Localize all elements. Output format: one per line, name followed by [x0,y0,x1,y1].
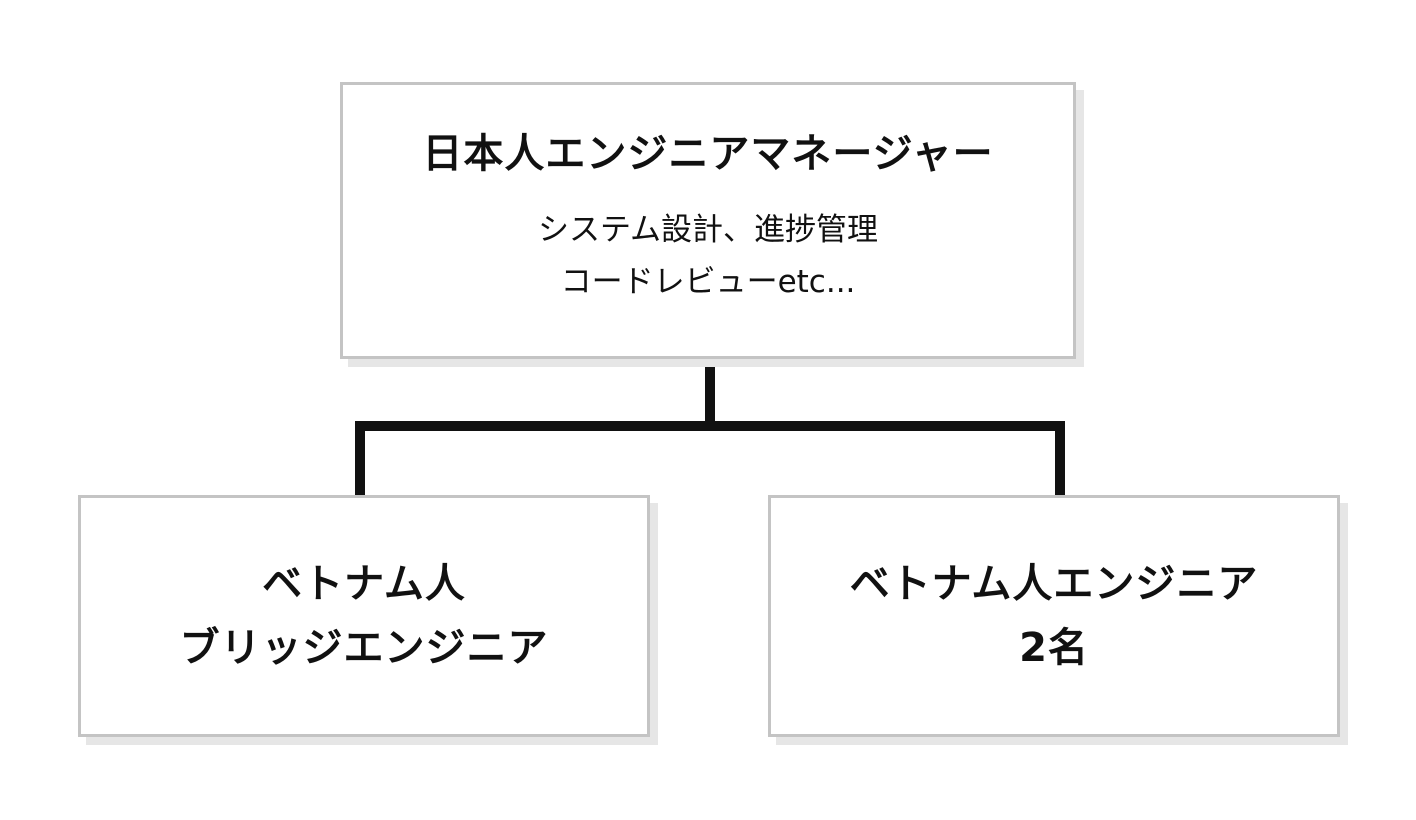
vietnamese-engineers-count: 2名 [1019,625,1089,671]
manager-node: 日本人エンジニアマネージャー システム設計、進捗管理 コードレビューetc... [340,82,1076,359]
manager-description-line: コードレビューetc... [560,263,856,300]
vietnamese-engineers-label-line: ベトナム人エンジニア [849,561,1259,607]
connector-stem [705,359,715,429]
bridge-engineer-label-line: ベトナム人 [262,561,466,607]
bridge-engineer-node: ベトナム人 ブリッジエンジニア [78,495,650,737]
bridge-engineer-label-line: ブリッジエンジニア [179,625,549,671]
manager-title: 日本人エンジニアマネージャー [422,130,994,177]
connector-right-drop [1055,421,1065,495]
vietnamese-engineers-node: ベトナム人エンジニア 2名 [768,495,1340,737]
manager-description-line: システム設計、進捗管理 [537,211,879,248]
connector-horizontal-bar [355,421,1065,431]
connector-left-drop [355,421,365,495]
